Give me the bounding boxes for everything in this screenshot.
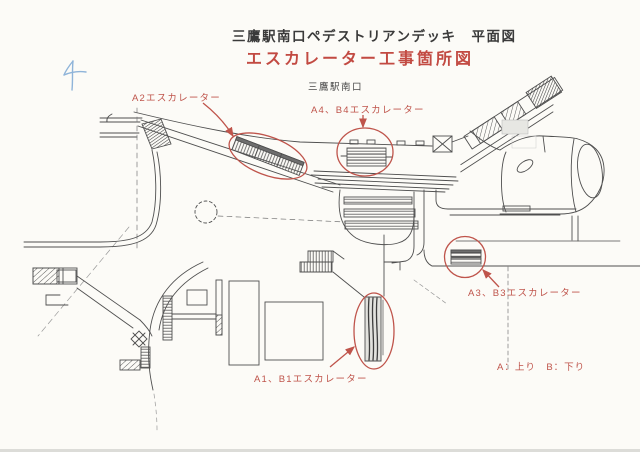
escalator-a1b1-hatch bbox=[364, 296, 382, 362]
x-box bbox=[432, 135, 453, 153]
diamond-junction bbox=[130, 330, 148, 348]
stairs-hatch-topright bbox=[460, 75, 564, 173]
page-title: 三鷹駅南口ペデストリアンデッキ 平面図 bbox=[232, 29, 517, 44]
handwritten-pen-mark bbox=[63, 60, 87, 91]
stairs-hatch-topleft bbox=[141, 118, 172, 150]
arrow-a2 bbox=[202, 102, 234, 138]
buildings bbox=[162, 279, 324, 366]
marker-circle-a3b3 bbox=[443, 235, 487, 279]
escalator-a2-hatch bbox=[231, 135, 305, 177]
red-annotations bbox=[202, 102, 500, 370]
arrow-a1b1 bbox=[329, 346, 355, 368]
bridge-hatch-left bbox=[32, 267, 78, 285]
marker-ellipse-a1b1 bbox=[353, 292, 395, 370]
rotary-loop bbox=[499, 135, 605, 215]
arrow-a3b3 bbox=[482, 269, 500, 288]
direction-legend: A：上り B：下り bbox=[497, 362, 586, 373]
callout-a4b4-escalator: A4、B4エスカレーター bbox=[311, 105, 425, 116]
escalator-a4b4-hatch bbox=[340, 147, 393, 167]
marker-ellipse-a2 bbox=[228, 132, 308, 180]
callout-a1b1-escalator: A1、B1エスカレーター bbox=[254, 374, 368, 385]
station-label: 三鷹駅南口 bbox=[308, 82, 364, 93]
plan-linework bbox=[23, 75, 640, 431]
scan-edge-shadow bbox=[0, 449, 640, 452]
callout-a3b3-escalator: A3、B3エスカレーター bbox=[468, 288, 582, 299]
escalator-a3b3-hatch bbox=[450, 249, 482, 265]
page-subtitle: エスカレーター工事箇所図 bbox=[246, 51, 475, 68]
callout-a2-escalator: A2エスカレーター bbox=[132, 93, 221, 104]
